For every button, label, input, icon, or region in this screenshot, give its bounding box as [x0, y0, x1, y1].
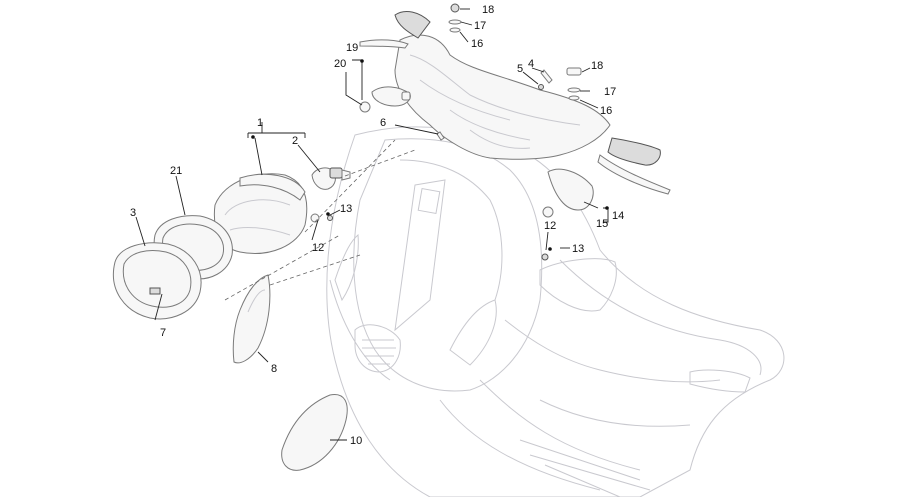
- callout-12-left: 12: [312, 242, 324, 254]
- callout-7: 7: [160, 327, 166, 339]
- callout-18-top: 18: [482, 4, 494, 16]
- callout-13-left: 13: [340, 203, 352, 215]
- callout-14: 14: [612, 210, 624, 222]
- callout-20: 20: [334, 58, 346, 70]
- callout-13-right: 13: [572, 243, 584, 255]
- headlamp-bulb: [311, 167, 351, 190]
- callout-17-top: 17: [474, 20, 486, 32]
- callout-labels: 1 2 3 4 5 6 7 8 10 12 12 13 13 14 15 16 …: [130, 4, 624, 447]
- callout-17-right: 17: [604, 86, 616, 98]
- callout-16-top: 16: [471, 38, 483, 50]
- scooter-frame-outline: [326, 126, 785, 497]
- callout-4: 4: [528, 58, 534, 70]
- callout-2: 2: [292, 135, 298, 147]
- side-reflector: [232, 274, 271, 364]
- callout-15: 15: [596, 218, 608, 230]
- callout-3: 3: [130, 207, 136, 219]
- callout-21: 21: [170, 165, 182, 177]
- callout-8: 8: [271, 363, 277, 375]
- left-turn-indicator: [359, 86, 411, 113]
- callout-16-right: 16: [600, 105, 612, 117]
- callout-1: 1: [257, 117, 263, 129]
- front-lower-reflector: [281, 393, 348, 471]
- callout-18-right: 18: [591, 60, 603, 72]
- right-turn-indicator: [542, 168, 594, 218]
- fasteners: [327, 3, 582, 261]
- handlebar-assembly: [359, 11, 671, 195]
- callout-10: 10: [350, 435, 362, 447]
- callout-6: 6: [380, 117, 386, 129]
- leader-lines: [135, 8, 609, 441]
- callout-dots: [251, 59, 609, 251]
- headlamp-bezel: [113, 242, 202, 320]
- assembly-lines: [224, 139, 416, 301]
- callout-5: 5: [517, 63, 523, 75]
- headlamp-housing: [213, 173, 320, 254]
- callout-12-right: 12: [544, 220, 556, 232]
- callout-19: 19: [346, 42, 358, 54]
